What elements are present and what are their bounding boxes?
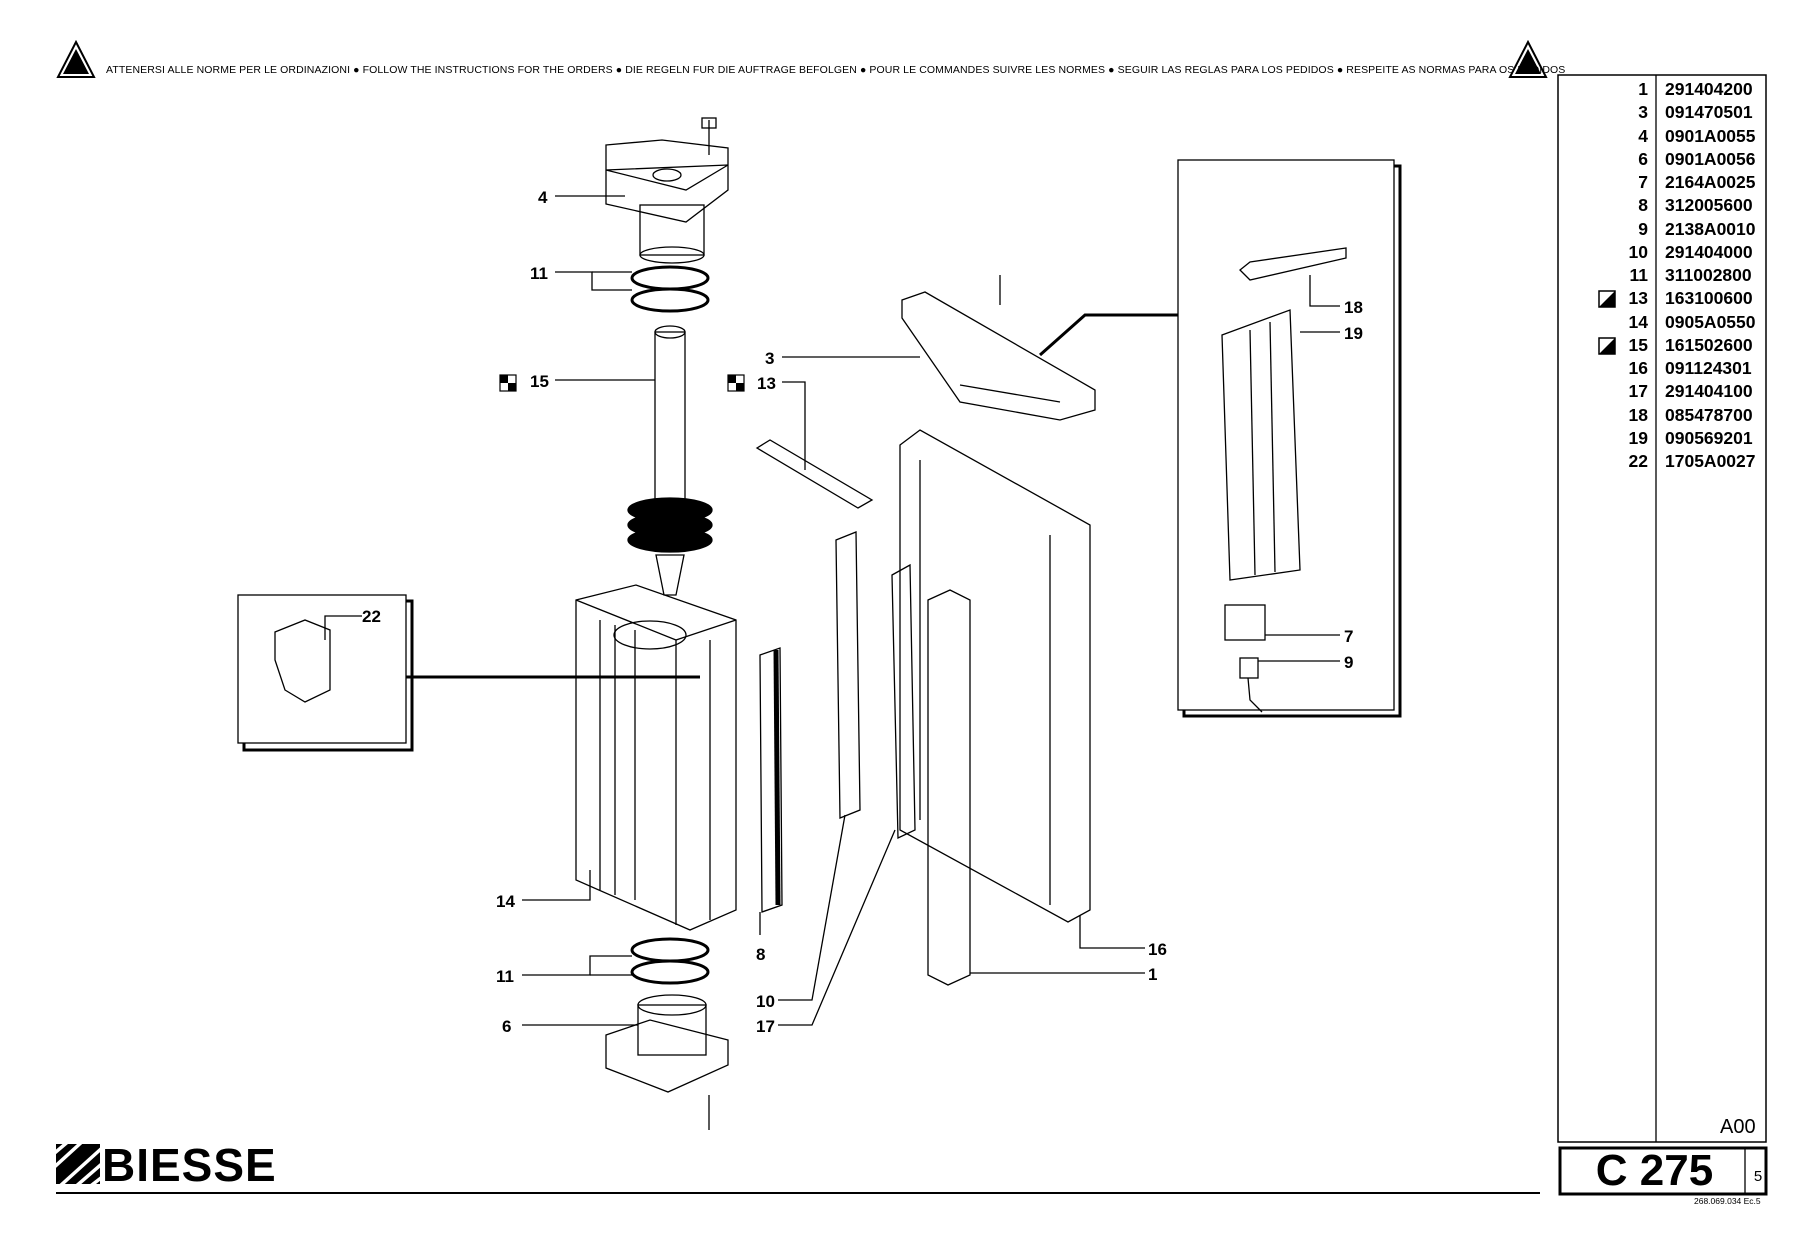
- part-10-guide: [835, 531, 861, 819]
- revision-label: A00: [1720, 1116, 1756, 1138]
- half-filled-square-icon: [1598, 337, 1616, 355]
- callout-17: 17: [756, 1017, 775, 1036]
- part-15-piston-rod: [627, 325, 713, 596]
- parts-table-item-number: 7: [1638, 172, 1648, 192]
- part-6-bottom-cap: [605, 994, 729, 1130]
- callout-16: 16: [1148, 940, 1167, 959]
- checker-icon: [727, 374, 745, 392]
- parts-table-item-number: 18: [1628, 404, 1648, 425]
- parts-table-part-code: 2164A0025: [1665, 172, 1756, 192]
- part-14-cylinder-body: [575, 584, 737, 931]
- callout-13: 13: [757, 374, 776, 393]
- parts-table-item-number: 8: [1638, 195, 1648, 216]
- parts-table-item-number: 19: [1628, 427, 1648, 448]
- parts-table-part-code: 311002800: [1665, 265, 1752, 285]
- part-3-bracket-plate: [901, 275, 1096, 421]
- document-reference: 268.069.034 Ec.5: [1694, 1196, 1761, 1206]
- warning-triangle-icon: [56, 40, 96, 78]
- callout-10: 10: [756, 992, 775, 1011]
- callout-6: 6: [502, 1017, 511, 1036]
- parts-table-item-number: 1: [1638, 79, 1648, 99]
- parts-table-item-number: 22: [1628, 451, 1648, 471]
- part-22-block: [274, 619, 331, 703]
- parts-table-item-number: 4: [1638, 125, 1648, 146]
- callout-3: 3: [765, 349, 774, 368]
- parts-table-item-number: 10: [1628, 241, 1648, 262]
- parts-table-part-code: 291404100: [1665, 381, 1753, 402]
- parts-table-part-code: 0901A0055: [1665, 125, 1756, 146]
- callout-4: 4: [538, 188, 548, 207]
- parts-table-part-code: 091124301: [1665, 358, 1752, 378]
- parts-table-item-number: 17: [1628, 381, 1648, 402]
- part-4-top-cap: [605, 117, 729, 264]
- callout-18: 18: [1344, 298, 1363, 317]
- parts-table-part-code: 161502600: [1665, 334, 1753, 355]
- parts-table-part-code: 291404200: [1665, 79, 1753, 99]
- parts-table-part-code: 085478700: [1665, 404, 1753, 425]
- parts-table-part-code: 091470501: [1665, 102, 1753, 123]
- sheet-number: 5: [1753, 1168, 1763, 1185]
- parts-table-part-code: 2138A0010: [1665, 218, 1756, 239]
- biesse-logo-icon: [56, 1144, 100, 1184]
- callout-15: 15: [530, 372, 549, 391]
- part-16-frame: [899, 429, 1091, 923]
- parts-table-item-number: 15: [1628, 334, 1648, 355]
- callout-14: 14: [496, 892, 515, 911]
- biesse-logo-text: BIESSE: [102, 1139, 277, 1191]
- part-9-sensor: [1239, 657, 1259, 679]
- parts-table-item-number: 9: [1638, 218, 1648, 239]
- callout-9: 9: [1344, 653, 1353, 672]
- parts-table-item-number: 3: [1638, 102, 1648, 123]
- part-17-strip: [891, 563, 916, 840]
- callout-7: 7: [1344, 627, 1353, 646]
- parts-table-part-code: 090569201: [1665, 427, 1753, 448]
- callout-8: 8: [756, 945, 765, 964]
- part-7-sensor: [1224, 604, 1266, 641]
- part-1-rail: [927, 589, 971, 986]
- parts-table-part-code: 312005600: [1665, 195, 1753, 216]
- parts-table-part-code: 0905A0550: [1665, 311, 1756, 332]
- callout-11-upper: 11: [530, 264, 548, 283]
- part-19-profile: [1221, 309, 1301, 581]
- parts-table-part-code: 163100600: [1665, 288, 1753, 309]
- part-8-seal: [759, 647, 783, 913]
- callout-1: 1: [1148, 965, 1157, 984]
- parts-table-item-number: 11: [1629, 265, 1649, 285]
- callout-22: 22: [362, 607, 381, 626]
- order-instructions-banner: ATTENERSI ALLE NORME PER LE ORDINAZIONI …: [106, 64, 1566, 76]
- parts-table-item-number: 16: [1628, 358, 1648, 378]
- checker-icon: [499, 374, 517, 392]
- parts-table-part-code: 0901A0056: [1665, 148, 1756, 169]
- warning-triangle-icon: [1508, 40, 1548, 78]
- part-18-plate: [1239, 247, 1347, 281]
- half-filled-square-icon: [1598, 290, 1616, 308]
- parts-table-part-code: 1705A0027: [1665, 451, 1756, 471]
- parts-table-item-number: 6: [1638, 148, 1648, 169]
- parts-table-item-number: 14: [1628, 311, 1648, 332]
- parts-table-item-number: 13: [1628, 288, 1648, 309]
- drawing-code: C 275: [1595, 1146, 1714, 1195]
- callout-19: 19: [1344, 324, 1363, 343]
- parts-table-part-code: 291404000: [1665, 241, 1753, 262]
- callout-11-lower: 11: [496, 967, 514, 986]
- part-13-plate: [755, 439, 874, 509]
